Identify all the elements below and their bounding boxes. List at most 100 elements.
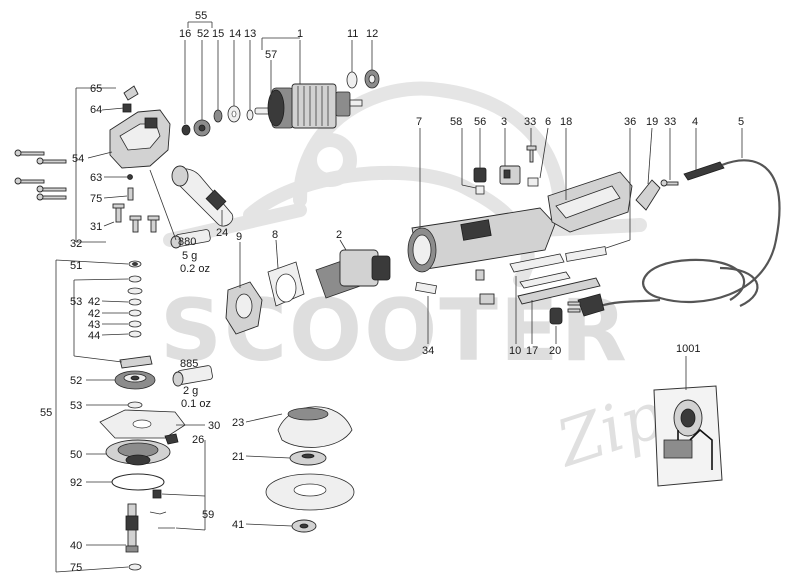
part-number-labels: 55 16 52 15 14 13 1 57 11 12 65 64 54 63… [40,10,744,574]
rear-cover-18-part [547,171,633,233]
label-63: 64 [90,104,102,116]
inset-1001-part [653,385,723,487]
label-1001: 1001 [676,343,700,355]
label-30: 30 [208,420,220,432]
label-32: 32 [70,238,82,250]
label-17: 17 [526,345,538,357]
label-8: 8 [272,229,278,241]
note-885-ounces: 0.1 oz [181,398,211,410]
switch-56-part [473,167,487,183]
washer-75-part [128,563,142,571]
brush-holders-part [414,269,495,305]
label-42-b: 42 [88,308,100,320]
note-885-code: 885 [180,358,198,370]
flange-21-part [289,450,327,466]
label-2: 2 [336,229,342,241]
pin-65-part [127,187,134,201]
grease-tube-885-part [172,365,213,387]
knob-64-part [123,85,139,101]
label-50: 50 [70,449,82,461]
label-58: 58 [450,116,462,128]
washer-15-part [213,109,223,123]
screw-33b-part [660,179,679,187]
label-13: 13 [244,28,256,40]
bearing-11-part [346,71,358,89]
power-cable-5-part [599,159,781,308]
label-55: 55 [40,407,52,419]
bevel-gear-52-part [193,119,211,137]
watermark-script: Zip [547,379,672,483]
o-ring-92-part [111,473,165,491]
label-62: 63 [90,172,102,184]
fan-guide-8-part [267,261,305,307]
label-14: 14 [229,28,241,40]
side-handle-part [171,165,234,227]
electronics-10-part [509,253,571,289]
clip-26-part [164,433,179,445]
grinding-disc-part [265,473,355,511]
label-51: 51 [70,260,82,272]
label-53-a: 53 [70,296,82,308]
bracket-55-top [187,21,213,28]
stator-2-part [315,249,391,299]
label-24: 24 [216,227,228,239]
label-26: 26 [192,434,204,446]
label-34: 34 [422,345,434,357]
label-41: 41 [232,519,244,531]
label-7: 7 [416,116,422,128]
motor-housing-7-part [407,207,556,273]
label-36-part [565,246,607,262]
crown-gear-52-part [114,370,156,390]
screw-59-part [149,489,175,529]
nut-16-part [181,124,191,136]
label-57: 57 [265,49,277,61]
washer-13-part [246,109,254,121]
clip-6-part [527,177,539,187]
label-33b: 33 [664,116,676,128]
label-36: 36 [624,116,636,128]
label-33: 33 [524,116,536,128]
note-880-grams: 5 g [182,250,197,262]
screw-31-part [112,203,160,233]
washer-14-part [227,105,241,123]
label-6: 6 [545,116,551,128]
label-59: 59 [202,509,214,521]
label-3: 3 [501,116,507,128]
note-885-grams: 2 g [183,385,198,397]
label-52: 52 [70,375,82,387]
screws-left-part [14,149,67,201]
label-52-top: 52 [197,28,209,40]
label-18: 18 [560,116,572,128]
note-880-code: 880 [178,236,196,248]
label-54: 54 [72,153,84,165]
label-75: 75 [70,562,82,574]
mains-plug-part [567,293,605,317]
label-23: 23 [232,417,244,429]
label-64: 65 [90,83,102,95]
wheel-guard-23-part [277,406,353,448]
bracket-57 [261,37,300,50]
label-21: 21 [232,451,244,463]
spindle-40-part [125,503,139,553]
screw-33-part [526,145,537,163]
label-65: 75 [90,193,102,205]
air-baffle-9-part [225,281,263,335]
clamping-nut-41-part [291,519,317,533]
label-4: 4 [692,116,698,128]
cable-guide-17-part [517,277,601,305]
gear-head-housing-part [109,109,171,169]
pin-62-part [127,174,133,180]
label-31: 31 [90,221,102,233]
gear-flange-50-part [105,439,171,466]
label-40: 40 [70,540,82,552]
block-58-part [475,185,485,195]
label-10: 10 [509,345,521,357]
leader-lines [55,40,743,573]
label-1: 1 [297,28,303,40]
grease-tube-880-part [170,229,211,249]
switch-3-part [499,165,521,185]
label-92: 92 [70,477,82,489]
cable-sleeve-4-part [683,161,725,181]
label-5: 5 [738,116,744,128]
